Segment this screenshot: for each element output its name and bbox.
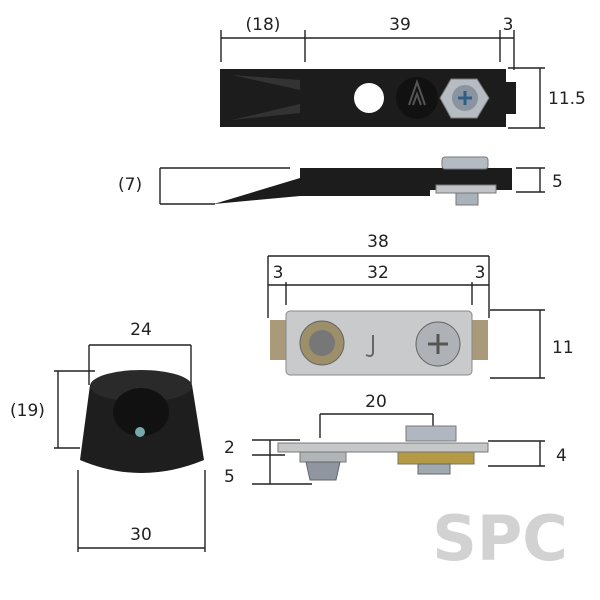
dim-top-middle: 39 bbox=[389, 15, 411, 35]
plate-top-view: 38 3 32 3 11 bbox=[267, 232, 574, 379]
dim-top-left: (18) bbox=[246, 15, 281, 35]
plate-side-view: 20 2 5 4 bbox=[224, 392, 567, 487]
rubber-foot: 24 (19) 30 bbox=[10, 320, 206, 552]
spc-watermark: SPC bbox=[432, 502, 568, 575]
dim-side-height: 5 bbox=[552, 172, 563, 192]
dim-plate-thickness: 2 bbox=[224, 438, 235, 458]
dim-plate-overall: 38 bbox=[367, 232, 389, 252]
dim-plate-boss: 5 bbox=[224, 467, 235, 487]
dim-plate-right-margin: 3 bbox=[475, 263, 486, 283]
dim-plate-spacing: 20 bbox=[365, 392, 387, 412]
dim-foot-top: 24 bbox=[130, 320, 152, 340]
dim-top-height: 11.5 bbox=[548, 89, 586, 109]
dim-plate-side-height: 4 bbox=[556, 446, 567, 466]
dim-top-right: 3 bbox=[503, 15, 514, 35]
dim-side-tip: (7) bbox=[118, 175, 142, 195]
dim-plate-inner: 32 bbox=[367, 263, 389, 283]
dim-plate-left-margin: 3 bbox=[273, 263, 284, 283]
dim-foot-bottom: 30 bbox=[130, 525, 152, 545]
top-view-part: (18) 39 3 11.5 bbox=[220, 15, 586, 129]
dim-plate-height: 11 bbox=[552, 338, 574, 358]
side-view-part: (7) 5 bbox=[118, 156, 563, 206]
dim-foot-height: (19) bbox=[10, 401, 45, 421]
